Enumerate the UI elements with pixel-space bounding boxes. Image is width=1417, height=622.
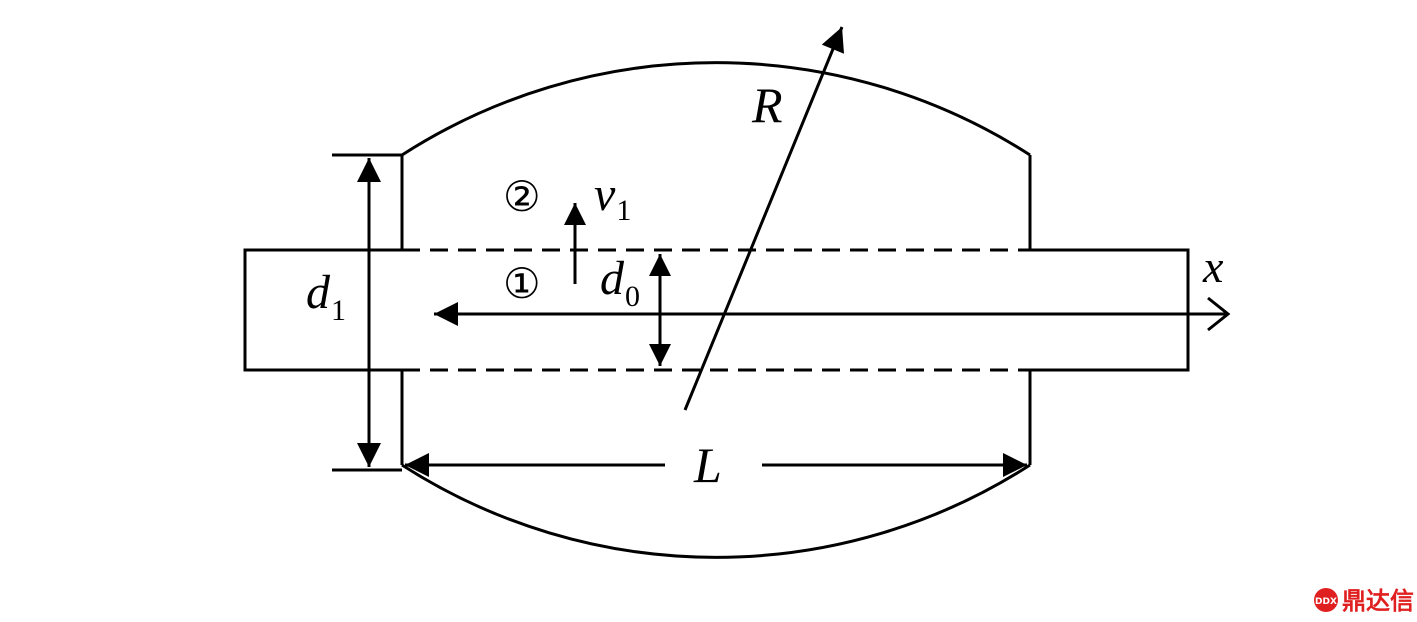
- radius-label: R: [751, 77, 783, 133]
- d1-label-sub: 1: [331, 294, 346, 327]
- x-axis-label: x: [1202, 241, 1224, 292]
- region-2-label: ②: [503, 172, 541, 221]
- right-pipe: [1030, 248, 1190, 372]
- radius-arrow: [683, 26, 845, 411]
- v1-label: v1: [594, 168, 631, 227]
- watermark: DDX 鼎达信: [1314, 587, 1414, 615]
- watermark-text: 鼎达信: [1342, 587, 1414, 615]
- d0-label-main: d: [600, 252, 625, 305]
- x-axis-open-arrow: [1207, 296, 1231, 332]
- length-label: L: [693, 437, 722, 493]
- region-1-label: ①: [503, 259, 541, 308]
- d1-label: d1: [306, 266, 346, 327]
- v1-label-main: v: [594, 168, 616, 221]
- watermark-logo-icon: [1314, 588, 1338, 612]
- d0-label: d0: [600, 252, 640, 313]
- cavity-bottom-arc: [401, 463, 1031, 559]
- cavity-top-arc: [401, 61, 1031, 157]
- d1-label-main: d: [306, 266, 331, 319]
- left-pipe: [243, 248, 402, 372]
- d0-label-sub: 0: [625, 280, 640, 313]
- v1-label-sub: 1: [616, 194, 631, 227]
- watermark-logo-text: DDX: [1315, 597, 1337, 607]
